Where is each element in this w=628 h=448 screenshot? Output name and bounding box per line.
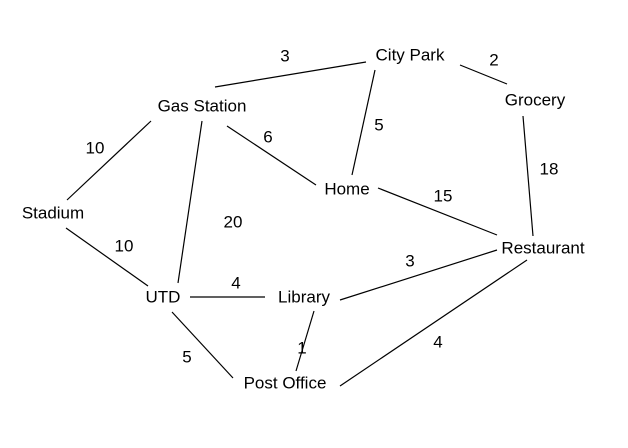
edge-weight-post_office-restaurant: 4 <box>433 332 443 352</box>
edge-weight-library-post_office: 1 <box>297 338 307 358</box>
graph-edge-gas_station-stadium <box>66 120 152 201</box>
edge-weight-gas_station-city_park: 3 <box>280 46 290 66</box>
graph-edge-city_park-home <box>351 69 376 176</box>
edge-weight-library-restaurant: 3 <box>405 251 415 271</box>
graph-edge-city_park-grocery <box>459 64 508 85</box>
graph-edge-utd-post_office <box>171 311 234 379</box>
edge-weight-stadium-utd: 10 <box>114 236 134 256</box>
graph-edge-library-restaurant <box>339 249 498 301</box>
graph-node-grocery: Grocery <box>504 90 566 110</box>
graph-edge-grocery-restaurant <box>522 115 534 237</box>
graph-node-gas_station: Gas Station <box>157 96 247 116</box>
edge-weight-gas_station-stadium: 10 <box>85 138 105 158</box>
graph-edge-gas_station-home <box>226 125 317 186</box>
edge-weight-gas_station-home: 6 <box>263 127 273 147</box>
graph-edge-post_office-restaurant <box>339 259 528 387</box>
graph-edge-stadium-utd <box>65 227 149 287</box>
graph-edge-library-post_office <box>295 310 315 372</box>
graph-node-post_office: Post Office <box>243 373 327 393</box>
edge-weight-utd-library: 4 <box>231 273 241 293</box>
graph-node-stadium: Stadium <box>21 203 85 223</box>
graph-node-utd: UTD <box>145 287 181 307</box>
graph-node-library: Library <box>278 287 330 307</box>
edge-weight-city_park-grocery: 2 <box>489 50 499 70</box>
edge-weight-home-restaurant: 15 <box>433 186 453 206</box>
edge-weight-gas_station-utd: 20 <box>223 212 243 232</box>
graph-node-city_park: City Park <box>375 45 445 65</box>
graph-edge-gas_station-utd <box>177 120 203 284</box>
graph-edge-home-restaurant <box>377 187 498 236</box>
edge-weight-grocery-restaurant: 18 <box>539 159 559 179</box>
graph-edge-gas_station-city_park <box>214 61 367 88</box>
graph-node-restaurant: Restaurant <box>501 238 585 258</box>
graph-node-home: Home <box>324 179 370 199</box>
edge-weight-city_park-home: 5 <box>374 115 384 135</box>
edge-weight-utd-post_office: 5 <box>182 347 192 367</box>
